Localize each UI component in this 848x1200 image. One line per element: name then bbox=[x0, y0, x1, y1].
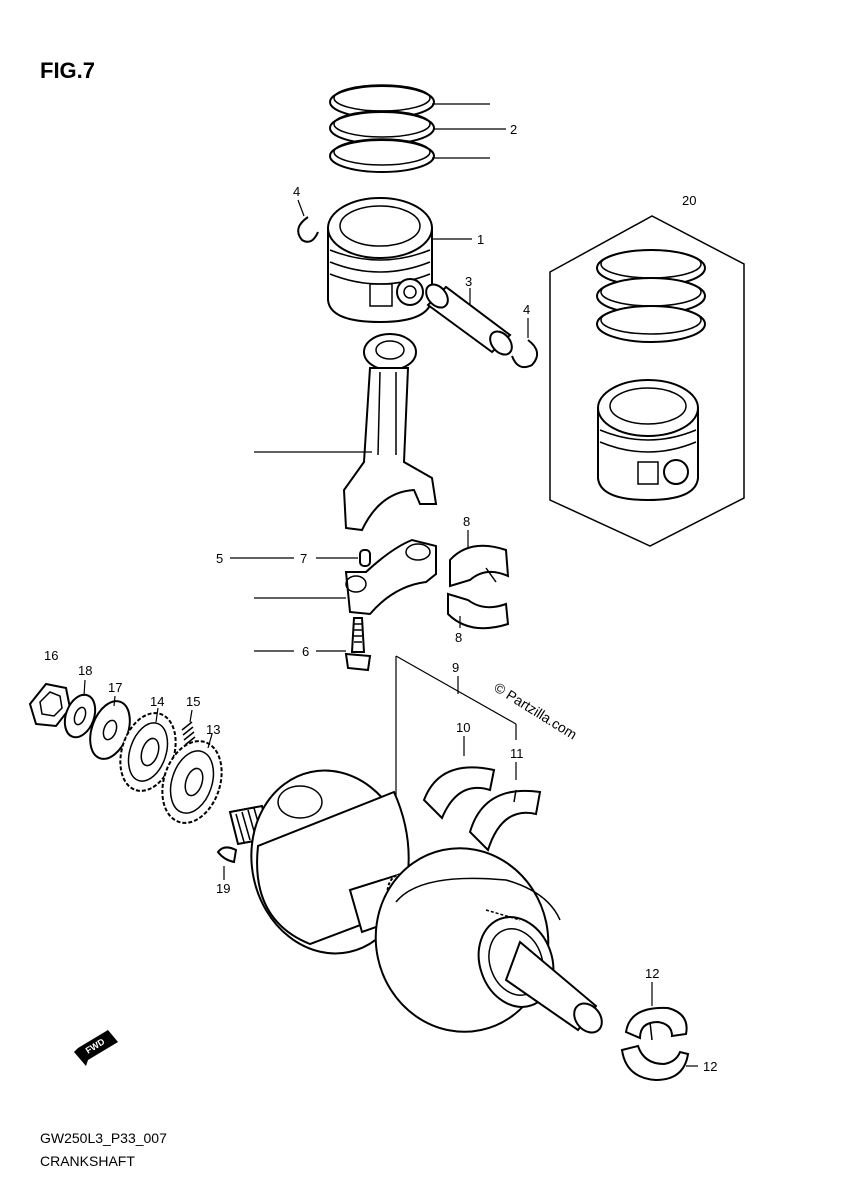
fwd-arrow-icon: FWD bbox=[74, 1030, 118, 1066]
rod-bearing-lower-part[interactable] bbox=[447, 592, 510, 630]
gear-13-part[interactable] bbox=[152, 733, 231, 830]
callout-11: 11 bbox=[510, 746, 524, 761]
dowel-pin-part[interactable] bbox=[359, 549, 371, 567]
circlip-left-part[interactable] bbox=[297, 216, 319, 243]
figure-name: CRANKSHAFT bbox=[40, 1153, 135, 1169]
figure-code: GW250L3_P33_007 bbox=[40, 1130, 167, 1146]
callout-14: 14 bbox=[150, 694, 164, 709]
callout-8-top: 8 bbox=[463, 514, 470, 529]
figure-title: FIG.7 bbox=[40, 58, 95, 83]
piston-rings-part[interactable] bbox=[329, 84, 435, 173]
callout-20: 20 bbox=[682, 193, 696, 208]
crankshaft-part[interactable] bbox=[228, 756, 607, 1048]
connecting-rod-cap-part[interactable] bbox=[344, 538, 437, 616]
callout-4-left: 4 bbox=[293, 184, 300, 199]
piston-part[interactable] bbox=[327, 197, 433, 324]
callout-5: 5 bbox=[216, 551, 223, 566]
watermark-text: © Partzilla.com bbox=[491, 679, 579, 743]
callout-13: 13 bbox=[206, 722, 220, 737]
callout-17: 17 bbox=[108, 680, 122, 695]
callout-1: 1 bbox=[477, 232, 484, 247]
callout-3: 3 bbox=[465, 274, 472, 289]
piston-pin-part[interactable] bbox=[422, 280, 517, 358]
callout-12-bottom: 12 bbox=[703, 1059, 717, 1074]
callout-18: 18 bbox=[78, 663, 92, 678]
circlip-right-part[interactable] bbox=[511, 339, 539, 369]
crank-bearing-lower-part[interactable] bbox=[468, 789, 542, 852]
callout-15: 15 bbox=[186, 694, 200, 709]
callout-9: 9 bbox=[452, 660, 459, 675]
callout-8-bottom: 8 bbox=[455, 630, 462, 645]
rod-bearing-upper-part[interactable] bbox=[449, 544, 510, 588]
rod-bolt-part[interactable] bbox=[344, 617, 372, 672]
callout-10: 10 bbox=[456, 720, 470, 735]
connecting-rod-part[interactable] bbox=[342, 333, 438, 532]
callout-19: 19 bbox=[216, 881, 230, 896]
piston-kit-part[interactable] bbox=[549, 215, 745, 547]
spring-part[interactable] bbox=[181, 721, 196, 746]
crank-bearing-upper-part[interactable] bbox=[422, 766, 496, 820]
key-part[interactable] bbox=[216, 846, 238, 864]
callout-4-right: 4 bbox=[523, 302, 530, 317]
callout-6: 6 bbox=[302, 644, 309, 659]
washer-part[interactable] bbox=[59, 691, 100, 742]
callout-12-top: 12 bbox=[645, 966, 659, 981]
callout-7: 7 bbox=[300, 551, 307, 566]
callout-2: 2 bbox=[510, 122, 517, 137]
thrust-bearing-part[interactable] bbox=[620, 1006, 690, 1082]
callout-16: 16 bbox=[44, 648, 58, 663]
